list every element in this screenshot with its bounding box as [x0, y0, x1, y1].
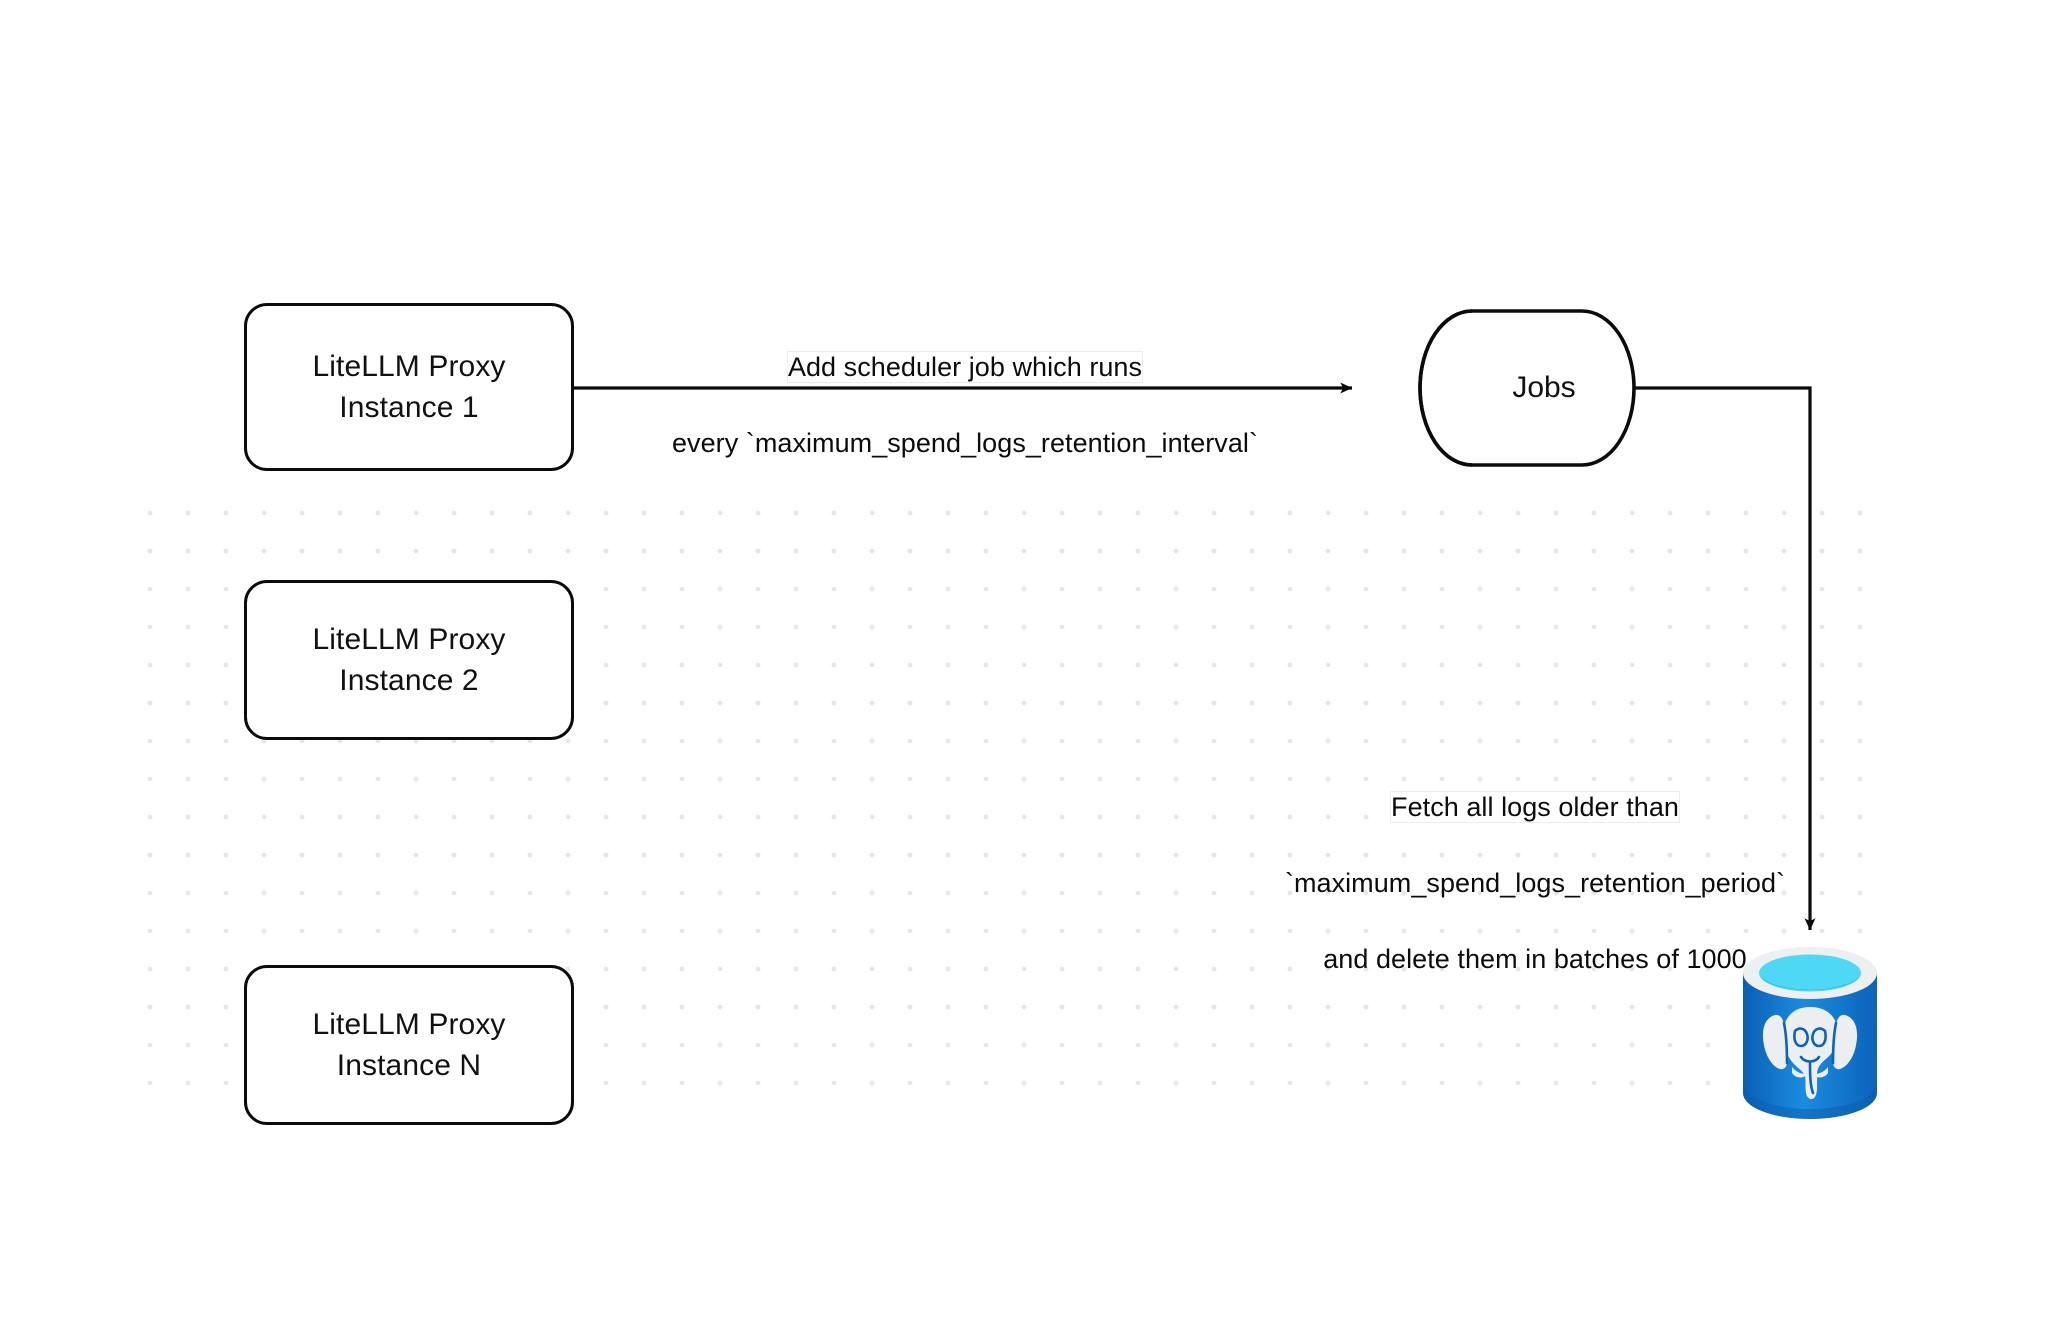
- node-litellm-proxy-instance-2[interactable]: LiteLLM Proxy Instance 2: [244, 580, 574, 740]
- edge-label-add-scheduler-job: Add scheduler job which runs every `maxi…: [570, 310, 1360, 500]
- edge-label-line-1: Add scheduler job which runs: [787, 352, 1143, 382]
- node-label: LiteLLM Proxy Instance 2: [312, 623, 506, 697]
- node-litellm-proxy-instance-n[interactable]: LiteLLM Proxy Instance N: [244, 965, 574, 1125]
- node-label: LiteLLM Proxy Instance N: [312, 1008, 506, 1082]
- node-label: LiteLLM Proxy Instance 1: [312, 350, 506, 424]
- node-litellm-proxy-instance-1[interactable]: LiteLLM Proxy Instance 1: [244, 303, 574, 471]
- jobs-cylinder-label: Jobs: [1512, 371, 1576, 404]
- edge-jobs-to-postgres: [1634, 386, 1816, 931]
- edge-label-fetch-and-delete-logs: Fetch all logs older than `maximum_spend…: [1245, 750, 1825, 1016]
- edge-label-line-2: every `maximum_spend_logs_retention_inte…: [671, 428, 1259, 458]
- edge-label-line-3: and delete them in batches of 1000: [1323, 944, 1747, 974]
- edge-label-line-2: `maximum_spend_logs_retention_period`: [1284, 868, 1786, 898]
- postgresql-database-icon: [1743, 947, 1877, 1119]
- jobs-cylinder-shape: [1418, 309, 1636, 467]
- edge-label-line-1: Fetch all logs older than: [1391, 792, 1679, 822]
